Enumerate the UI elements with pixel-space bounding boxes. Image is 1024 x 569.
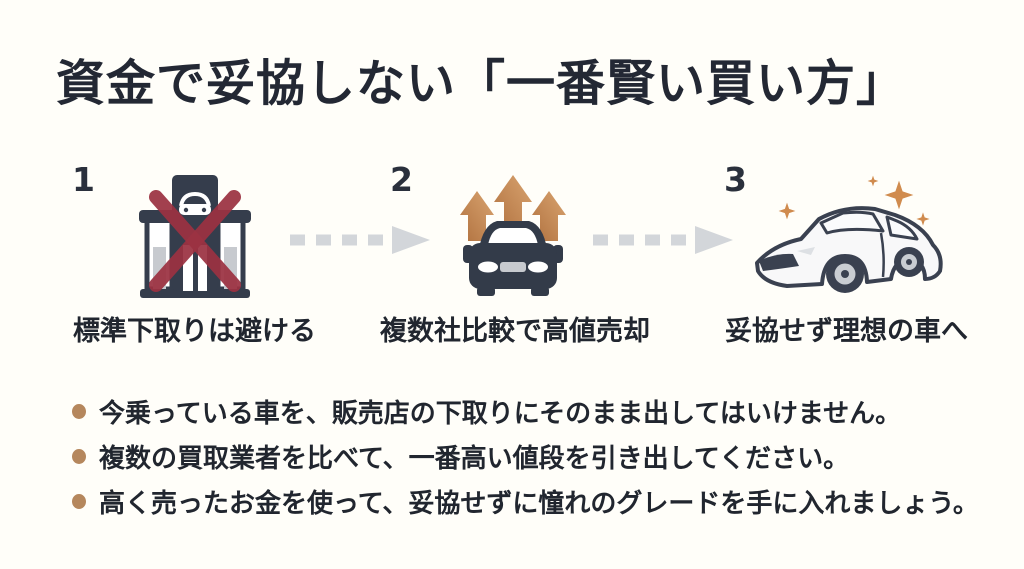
car-rising-offers-icon (443, 169, 583, 307)
step-2: 2 (380, 160, 650, 350)
bullet-item: 今乗っている車を、販売店の下取りにそのまま出してはいけません。 (72, 395, 979, 429)
bullet-dot-icon (72, 403, 86, 419)
step-2-label: 複数社比較で高値売却 (380, 316, 650, 347)
bullet-text-2: 複数の買取業者を比べて、一番高い値段を引き出してください。 (99, 443, 850, 474)
dashed-arrow-icon (290, 226, 430, 254)
dealership-trade-in-crossed-icon (120, 169, 270, 307)
bullet-dot-icon (72, 493, 86, 509)
bullet-dot-icon (72, 448, 86, 464)
step-3: 3 (714, 160, 979, 350)
bullet-text-1: 今乗っている車を、販売店の下取りにそのまま出してはいけません。 (99, 398, 902, 429)
bullet-item: 複数の買取業者を比べて、一番高い値段を引き出してください。 (72, 440, 979, 474)
bullet-list: 今乗っている車を、販売店の下取りにそのまま出してはいけません。 複数の買取業者を… (72, 395, 979, 530)
step-1-label: 標準下取りは避ける (73, 316, 316, 347)
steps-row: 1 (0, 160, 1024, 350)
dashed-arrow-icon (593, 226, 733, 254)
step-3-label: 妥協せず理想の車へ (725, 316, 968, 347)
ideal-car-sparkle-icon (747, 169, 947, 307)
step-1: 1 (62, 160, 327, 350)
page-title: 資金で妥協しない「一番賢い買い方」 (56, 55, 907, 112)
bullet-text-3: 高く売ったお金を使って、妥協せずに憧れのグレードを手に入れましょう。 (99, 488, 979, 519)
step-2-number: 2 (390, 160, 413, 199)
step-1-number: 1 (72, 160, 95, 199)
step-3-number: 3 (724, 160, 747, 199)
bullet-item: 高く売ったお金を使って、妥協せずに憧れのグレードを手に入れましょう。 (72, 485, 979, 519)
